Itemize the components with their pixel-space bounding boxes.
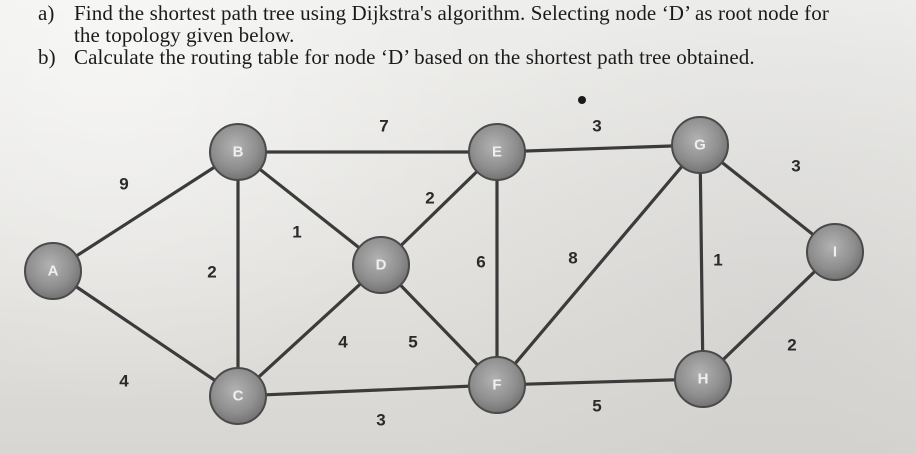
node-i: I: [806, 223, 864, 281]
node-label-i: I: [833, 244, 837, 261]
node-circle-e: [468, 123, 526, 181]
edge-b-d: [236, 150, 383, 267]
edge-weight-b-e: 7: [379, 117, 388, 136]
node-f: F: [468, 356, 526, 414]
edge-weight-d-e: 2: [425, 189, 434, 208]
node-circle-b: [209, 123, 267, 181]
question-b-marker: b): [38, 45, 56, 69]
edge-c-d: [236, 263, 383, 398]
edge-h-i: [701, 250, 837, 381]
edge-weight-b-d: 1: [292, 223, 301, 242]
node-e: E: [468, 123, 526, 181]
edge-weight-g-h: 1: [713, 251, 722, 270]
node-circle-a: [24, 242, 82, 300]
edge-a-c: [51, 269, 240, 398]
question-a-line-1: a) Find the shortest path tree using Dijk…: [38, 2, 898, 24]
question-text-block: a) Find the shortest path tree using Dijk…: [38, 2, 898, 68]
edge-weight-d-f: 5: [408, 333, 417, 352]
edge-f-g: [495, 143, 702, 387]
node-a: A: [24, 242, 82, 300]
node-h: H: [674, 350, 732, 408]
edge-weight-c-d: 4: [338, 333, 348, 352]
node-layer: A B C D E F G H I: [24, 116, 864, 425]
node-d: D: [352, 236, 410, 294]
question-b-line-1: b) Calculate the routing table for node ‘…: [38, 46, 898, 68]
question-a-marker: a): [38, 1, 55, 25]
edge-weight-layer: 9 4 2 1 7 4 3 2 5 6 3 8 5 1 3 2: [119, 117, 800, 430]
edge-c-f: [236, 383, 499, 398]
edge-weight-c-f: 3: [376, 411, 385, 430]
edge-weight-a-b: 9: [119, 175, 128, 194]
node-label-g: G: [694, 137, 706, 154]
node-label-h: H: [698, 371, 709, 388]
node-circle-i: [806, 223, 864, 281]
node-b: B: [209, 123, 267, 181]
node-circle-g: [671, 116, 729, 174]
edge-f-h: [495, 377, 705, 387]
edge-weight-e-g: 3: [592, 117, 601, 136]
ink-dot: [578, 96, 586, 104]
node-circle-d: [352, 236, 410, 294]
edge-weight-f-g: 8: [568, 249, 577, 268]
question-a-line-2: the topology given below.: [38, 24, 898, 46]
node-circle-f: [468, 356, 526, 414]
edge-weight-g-i: 3: [791, 157, 800, 176]
edge-weight-f-h: 5: [592, 397, 601, 416]
edge-weight-b-c: 2: [207, 263, 216, 282]
node-c: C: [209, 367, 267, 425]
node-label-a: A: [48, 263, 59, 280]
node-label-c: C: [233, 388, 244, 405]
node-label-d: D: [376, 257, 387, 274]
node-label-b: B: [233, 144, 244, 161]
edge-a-b: [51, 150, 240, 273]
question-a-text-2: the topology given below.: [74, 23, 295, 47]
edge-g-h: [698, 143, 705, 381]
node-g: G: [671, 116, 729, 174]
edge-layer: [51, 143, 837, 398]
edge-weight-e-f: 6: [476, 253, 485, 272]
node-label-e: E: [492, 144, 502, 161]
edge-weight-a-c: 4: [119, 372, 129, 391]
node-label-f: F: [492, 377, 501, 394]
question-a-text-1: Find the shortest path tree using Dijkst…: [74, 1, 829, 25]
node-circle-c: [209, 367, 267, 425]
edge-weight-h-i: 2: [787, 336, 796, 355]
question-b-text-1: Calculate the routing table for node ‘D’…: [74, 45, 755, 69]
edge-e-g: [495, 143, 702, 154]
node-circle-h: [674, 350, 732, 408]
